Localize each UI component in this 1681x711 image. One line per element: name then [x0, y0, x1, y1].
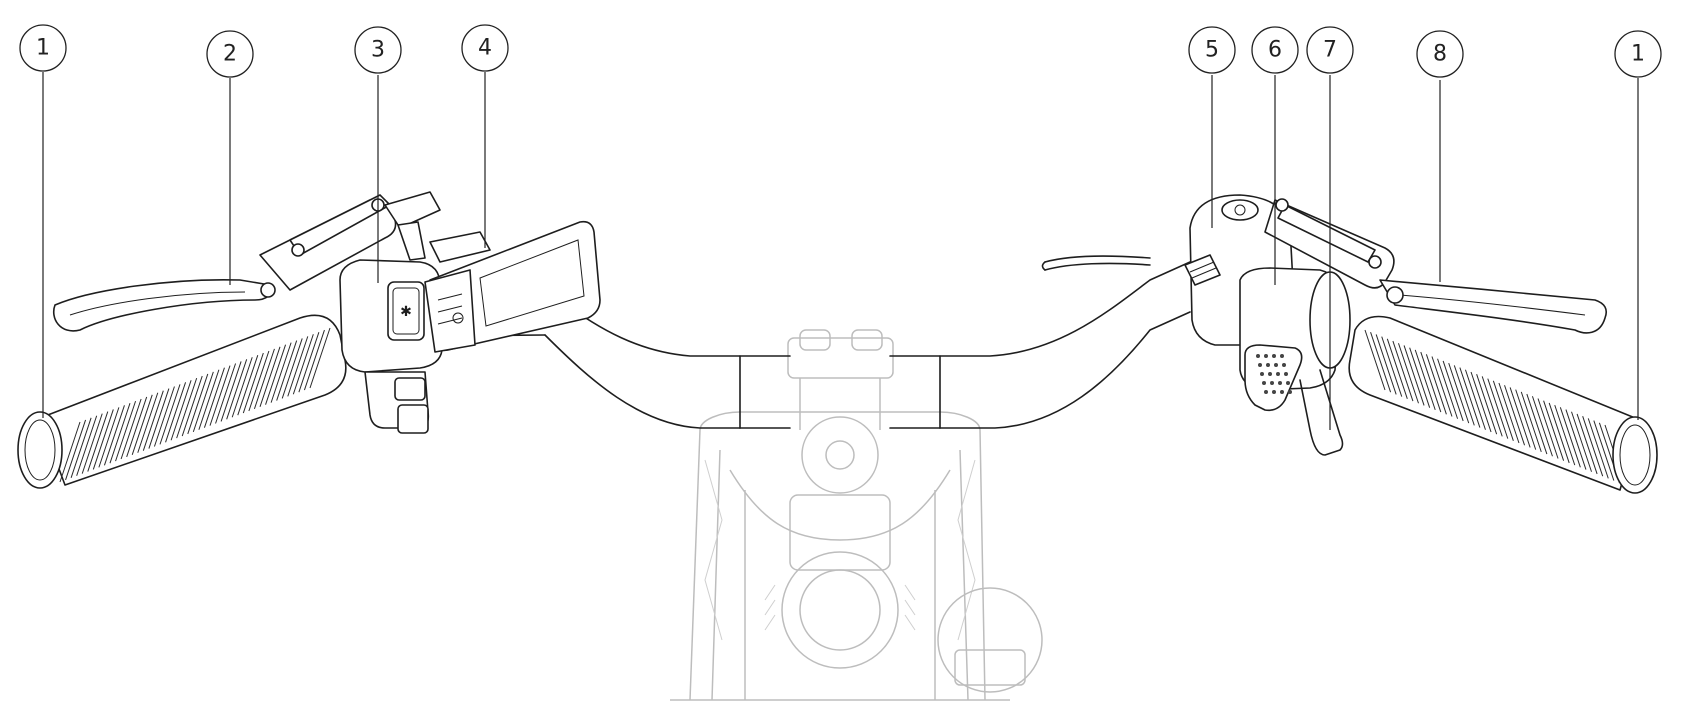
svg-text:7: 7	[1323, 38, 1337, 63]
callout-4: 4	[461, 24, 509, 72]
callouts: 1 2 3 4 5 6 7 8	[19, 24, 1662, 430]
left-brake-lever	[53, 191, 441, 332]
control-pad: ✱	[339, 259, 443, 434]
svg-text:4: 4	[478, 36, 492, 61]
callout-8: 8	[1416, 30, 1464, 78]
svg-text:6: 6	[1268, 38, 1282, 63]
callout-1-right: 1	[1614, 30, 1662, 78]
right-grip	[1348, 315, 1658, 494]
callout-3: 3	[354, 26, 402, 74]
svg-text:5: 5	[1205, 38, 1219, 63]
svg-text:2: 2	[223, 42, 237, 67]
callout-2: 2	[206, 30, 254, 78]
callout-5: 5	[1188, 26, 1236, 74]
light-icon: ✱	[400, 304, 412, 320]
frame-ghost	[670, 329, 1043, 701]
callout-1-left: 1	[19, 24, 67, 72]
shifter	[1239, 267, 1351, 456]
left-grip	[17, 314, 347, 489]
svg-text:3: 3	[371, 38, 385, 63]
display	[424, 220, 601, 353]
callout-7: 7	[1306, 26, 1354, 74]
svg-text:8: 8	[1433, 42, 1447, 67]
callout-6: 6	[1251, 26, 1299, 74]
svg-text:1: 1	[1631, 42, 1645, 67]
brake-cable	[1044, 255, 1151, 271]
svg-text:1: 1	[36, 36, 50, 61]
